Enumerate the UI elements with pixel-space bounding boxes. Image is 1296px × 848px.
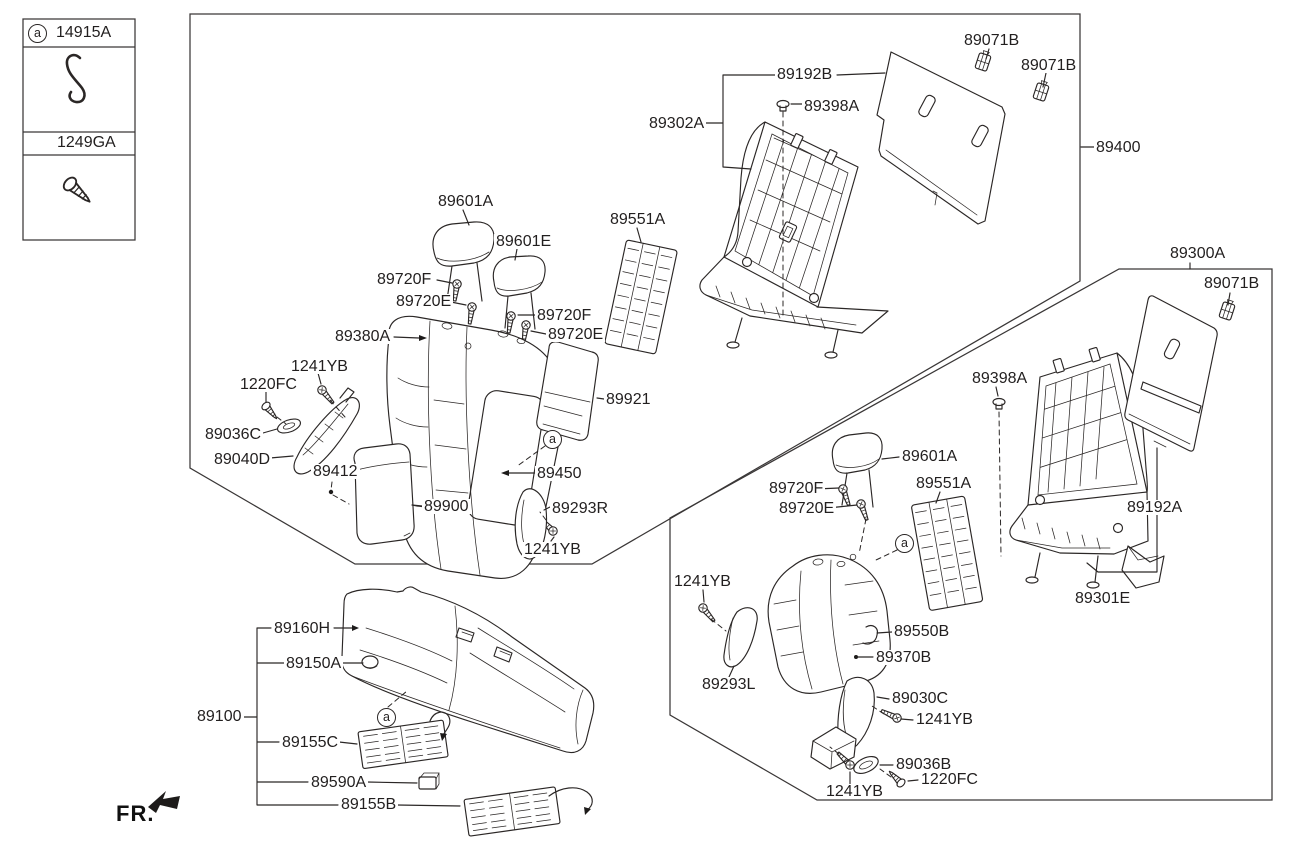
seatback-frame-89301E <box>1009 346 1165 589</box>
part-label-89150A: 89150A <box>284 655 344 672</box>
bolt-89720E-1 <box>464 301 478 325</box>
legend-box <box>22 18 136 241</box>
part-label-89550B: 89550B <box>892 623 952 640</box>
heater-mat-89551A-1 <box>604 239 678 355</box>
part-label-89192A: 89192A <box>1125 499 1185 516</box>
part-label-89400: 89400 <box>1094 139 1143 156</box>
bolt-1241YB-4 <box>879 706 904 725</box>
cover-89030C <box>837 676 875 750</box>
part-label-89036B: 89036B <box>894 756 954 773</box>
heater-mat-89155B <box>463 786 593 837</box>
part-label-89720E-1: 89720E <box>394 293 454 310</box>
pushnut-89398A-1 <box>776 99 790 112</box>
fr-direction-arrow <box>148 791 180 813</box>
marker-a-3: a <box>895 534 914 553</box>
part-label-1220FC-1: 1220FC <box>238 376 299 393</box>
part-label-89380A: 89380A <box>333 328 393 345</box>
part-label-89040D: 89040D <box>212 451 273 468</box>
ecu-box-89590A <box>418 772 440 790</box>
part-label-89301E: 89301E <box>1073 590 1133 607</box>
screw-1220FC-1 <box>259 400 281 423</box>
part-label-89720F-3: 89720F <box>767 480 826 497</box>
part-label-89071B-2: 89071B <box>1019 57 1079 74</box>
guide-89036C <box>276 418 302 434</box>
part-label-89155C: 89155C <box>280 734 341 751</box>
part-label-89720F-1: 89720F <box>375 271 434 288</box>
guide-89036B <box>853 756 879 774</box>
part-label-89370B: 89370B <box>874 649 934 666</box>
leader-lines <box>242 48 1231 807</box>
part-label-89300A: 89300A <box>1168 245 1228 262</box>
part-label-1241YB-3: 1241YB <box>672 573 733 590</box>
part-label-89398A-1: 89398A <box>802 98 862 115</box>
clip-89071B-2 <box>1032 79 1051 103</box>
heater-mat-89551A-2 <box>911 495 984 611</box>
part-label-1220FC-2: 1220FC <box>919 771 980 788</box>
bolt-89720F-3 <box>837 483 854 507</box>
part-label-89030C: 89030C <box>890 690 951 707</box>
headrest-89601E <box>492 255 546 330</box>
heater-mat-89155C <box>357 711 451 769</box>
bolt-89720E-3 <box>855 498 872 522</box>
marker-a-2: a <box>377 708 396 727</box>
part-label-1241YB-2: 1241YB <box>522 541 583 558</box>
side-trim-89040D <box>293 387 360 475</box>
part-label-89450: 89450 <box>535 465 584 482</box>
part-label-89551A-2: 89551A <box>914 475 974 492</box>
marker-a-1: a <box>543 430 562 449</box>
part-label-89293R: 89293R <box>550 500 611 517</box>
part-label-89900: 89900 <box>422 498 471 515</box>
part-label-1249GA: 1249GA <box>55 134 118 151</box>
headrest-89601A-2 <box>831 432 883 508</box>
part-label-89412: 89412 <box>311 463 360 480</box>
cover-89293L <box>723 607 758 668</box>
fr-label: FR. <box>116 801 155 826</box>
part-label-89036C: 89036C <box>203 426 264 443</box>
part-label-89398A-2: 89398A <box>970 370 1030 387</box>
part-label-89071B-3: 89071B <box>1202 275 1262 292</box>
seatback-frame-89302A <box>699 121 889 359</box>
armrest-89900 <box>353 443 415 545</box>
headrest-89601A-1 <box>432 221 495 302</box>
clip-89071B-3 <box>1218 298 1237 322</box>
part-label-89100: 89100 <box>195 708 244 725</box>
part-label-89160H: 89160H <box>272 620 333 637</box>
bolt-1241YB-1 <box>315 383 337 407</box>
part-label-89720E-3: 89720E <box>777 500 837 517</box>
back-board-89192A <box>1124 295 1218 452</box>
part-label-89192B: 89192B <box>775 66 835 83</box>
floor-bracket <box>810 726 857 770</box>
part-label-89601E: 89601E <box>494 233 554 250</box>
screw-part-drawing <box>60 174 96 209</box>
seatback-cushion-89370B <box>767 553 891 694</box>
part-label-89720E-2: 89720E <box>546 326 606 343</box>
part-label-89302A: 89302A <box>647 115 707 132</box>
part-label-89921: 89921 <box>604 391 653 408</box>
hook-89550B <box>862 625 878 645</box>
part-label-14915A: 14915A <box>54 24 114 41</box>
pushnut-89398A-2 <box>992 397 1006 410</box>
part-label-89601A-1: 89601A <box>436 193 496 210</box>
part-label-89590A: 89590A <box>309 774 369 791</box>
part-label-89293L: 89293L <box>700 676 758 693</box>
part-label-1241YB-5: 1241YB <box>824 783 885 800</box>
part-label-89155B: 89155B <box>339 796 399 813</box>
part-label-89071B-1: 89071B <box>962 32 1022 49</box>
part-label-89551A-1: 89551A <box>608 211 668 228</box>
clip-89071B-1 <box>974 49 993 73</box>
boundary-group-89400 <box>189 13 1081 565</box>
seat-cushion-89100 <box>341 586 595 754</box>
part-label-1241YB-1: 1241YB <box>289 358 350 375</box>
back-board-89192B <box>876 51 1006 225</box>
hook-part-drawing <box>65 53 86 104</box>
part-label-89720F-2: 89720F <box>535 307 594 324</box>
marker-a-legend: a <box>28 24 47 43</box>
part-label-1241YB-4: 1241YB <box>914 711 975 728</box>
boundary-group-89300A <box>669 268 1273 801</box>
part-label-89601A-2: 89601A <box>900 448 960 465</box>
bolt-1241YB-3 <box>696 601 718 625</box>
